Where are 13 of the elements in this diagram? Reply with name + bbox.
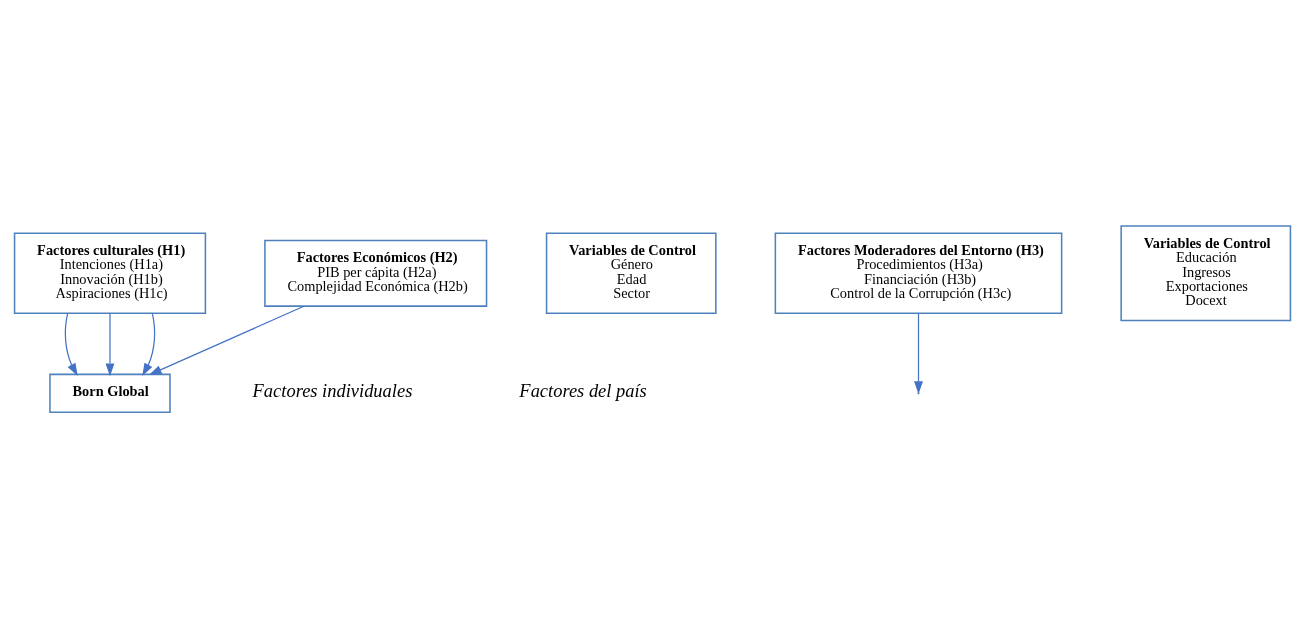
arrow: [148, 305, 305, 375]
node-box: Born Global: [49, 373, 171, 413]
node-box: Variables de Control Género Edad Sector: [545, 232, 717, 314]
label: Factores del país: [519, 380, 647, 401]
label: Factores individuales: [252, 380, 413, 401]
arrow: [142, 312, 156, 376]
arrow: [64, 312, 78, 376]
node-box: Factores culturales (H1) Intenciones (H1a) Innovación (H1b) Aspiraciones (H1c): [13, 232, 207, 314]
node-box: Variables de Control Educación Ingresos Exportaciones Docext: [1120, 224, 1292, 321]
node-box: Factores Económicos (H2) PIB per cápita (H2a) Complejidad Económica (H2b): [264, 239, 488, 307]
arrow: [914, 312, 923, 394]
arrow: [105, 312, 115, 376]
node-box: Factores Moderadores del Entorno (H3) Procedimientos (H3a) Financiación (H3b) Control de la Corrupción (H3c): [774, 232, 1063, 314]
